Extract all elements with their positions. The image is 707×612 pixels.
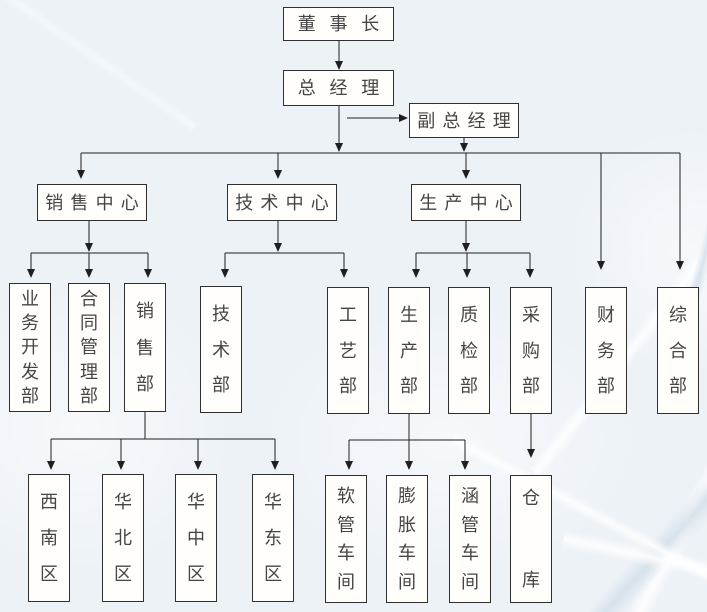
node-process-dept: 工艺部 [327, 287, 369, 414]
node-general-affairs-dept: 综合部 [657, 287, 699, 414]
node-sales-dept: 销售部 [124, 283, 166, 412]
node-business-development-dept: 业务开发部 [9, 283, 51, 412]
node-sales-center: 销售中心 [37, 184, 147, 221]
node-deputy-general-manager: 副总经理 [409, 103, 519, 138]
node-north-china-region: 华北区 [102, 474, 144, 602]
node-production-center: 生产中心 [411, 184, 521, 221]
node-contract-management-dept: 合同管理部 [68, 283, 110, 412]
node-central-china-region: 华中区 [175, 474, 217, 602]
node-quality-inspection-dept: 质检部 [448, 287, 490, 414]
node-finance-dept: 财务部 [585, 287, 627, 414]
node-southwest-region: 西南区 [28, 474, 70, 602]
node-expansion-workshop: 膨胀车间 [386, 475, 428, 603]
node-east-china-region: 华东区 [252, 474, 294, 602]
node-production-dept: 生产部 [388, 287, 430, 414]
node-warehouse: 仓库 [510, 475, 552, 603]
node-general-manager: 总经理 [283, 70, 394, 106]
node-technology-center: 技术中心 [227, 184, 337, 221]
node-chairman: 董事长 [283, 7, 394, 41]
node-hose-workshop: 软管车间 [325, 475, 367, 603]
node-technology-dept: 技术部 [200, 286, 242, 413]
node-purchasing-dept: 采购部 [510, 287, 552, 414]
node-culvert-pipe-workshop: 涵管车间 [449, 475, 491, 603]
